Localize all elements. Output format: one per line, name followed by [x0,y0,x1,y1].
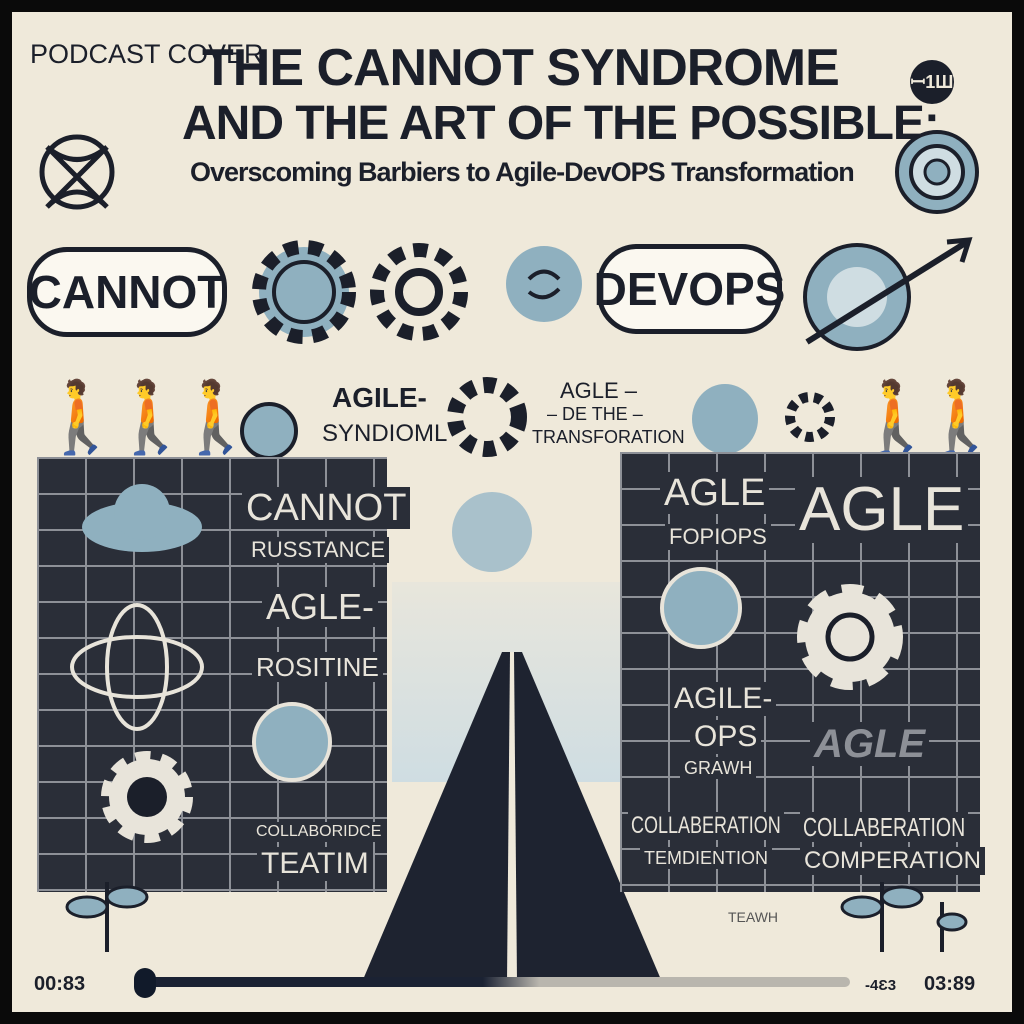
right-brick-wall: AGLE FOPIOPS AGLE AGILE- OPS GRAWH AGLE … [620,452,985,892]
cloud-icon [82,484,202,552]
bubble-text: DEVOPS [593,263,786,315]
middle-text: SYNDIOML [322,420,448,447]
podcast-cover-label: PODCAST COVER [30,39,264,69]
wall-text: CANNOT [242,487,411,529]
wall-text: ROSITINE [252,652,383,682]
board-icon [660,567,742,649]
road [362,652,662,982]
wall-text: COLLABORIDCE [252,822,386,842]
wall-text: COLLABERATION [628,812,784,840]
atom-icon [70,603,204,731]
left-brick-wall: CANNOT RUSSTANCE AGLE- ROSITINE COLLABOR… [37,457,411,892]
wall-text: OPS [690,720,762,754]
person-figure-icon: 🚶 [917,378,1005,456]
wall-text: GRAWH [680,757,757,779]
logo-badge-icon: ꟷ1Ш [910,60,954,104]
badge-text: ꟷ1Ш [910,72,954,92]
gear-icon [101,751,193,843]
middle-text: TRANSFORATION [532,427,685,447]
total-time: 03:89 [924,973,976,995]
subtitle: Overscoming Barbiers to Agile-DevOPS Tra… [190,157,855,187]
title-line-2: AND THE ART OF THE POSSIBLE: [182,97,940,150]
plant-icon [65,882,149,952]
progress-knob[interactable] [134,968,156,998]
bubble-text: CANNOT [28,266,226,318]
devops-speech-bubble: DEVOPS [594,244,785,334]
wall-text: AGLE- [262,587,379,627]
wall-text: FOPIOPS [665,524,771,550]
wall-text: AGLE [660,472,770,514]
pause-circle-icon [692,384,758,454]
gear-icon [785,392,835,442]
elapsed-time: 00:83 [34,973,86,995]
sun-icon [452,492,532,572]
cycle-circle-icon [506,246,582,322]
wall-text: AGLE [795,477,969,543]
ground-text: TEAWH [728,909,779,925]
target-icon [895,130,979,214]
wall-text: COLLABERATION [800,812,969,842]
wall-text: TEMDIENTION [640,847,772,869]
middle-text: AGLE – [560,378,638,403]
gears-icon [252,240,468,344]
cannot-speech-bubble: CANNOT [27,247,227,337]
middle-text: AGILE- [332,382,427,413]
wall-text: TEATIM [257,847,373,881]
middle-text: – DE THE – [547,404,643,424]
progress-bar[interactable] [144,977,850,987]
target-arrow-icon [803,237,973,351]
person-figure-icon: 🚶 [852,378,940,456]
podcast-cover: PODCAST COVER THE CANNOT SYNDROME AND TH… [12,12,1012,1012]
wall-text: COMPERATION [800,847,985,875]
person-figure-icon: 🚶 [37,378,125,456]
plant-icon [840,882,968,952]
title-line-1: THE CANNOT SYNDROME [202,39,840,97]
wall-text: RUSSTANCE [247,537,390,563]
wall-text: AGLE [810,722,930,766]
badge-icon [252,702,332,782]
person-figure-icon: 🚶 [107,378,195,456]
flower-target-icon [797,584,903,690]
board-icon [240,402,298,460]
remaining-time: -4Ɛ3 [865,977,897,994]
crossed-circle-icon [39,134,115,210]
wall-text: AGILE- [670,682,777,716]
gear-icon [447,377,527,457]
